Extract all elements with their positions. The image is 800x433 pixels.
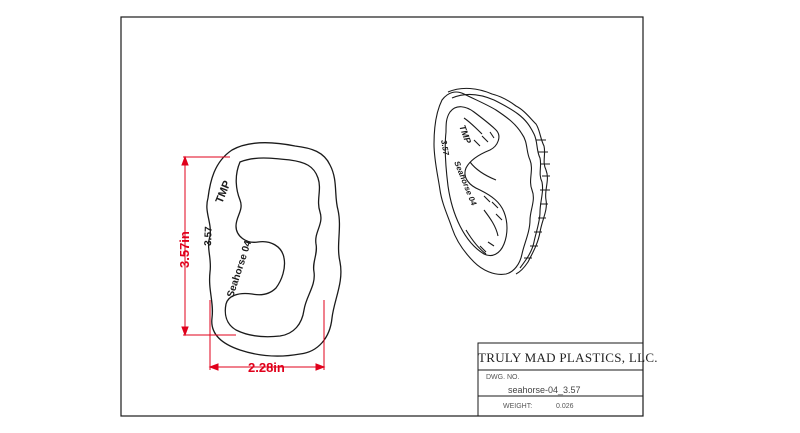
emboss-size: 3.57 — [203, 226, 215, 246]
dwg-no-label: DWG. NO. — [486, 374, 520, 381]
iso-emboss-brand: TMP — [457, 125, 473, 145]
iso-emboss-size: 3.57 — [439, 140, 451, 156]
front-view — [206, 142, 342, 357]
sheet-border — [120, 16, 644, 417]
dimension-width — [208, 300, 326, 371]
emboss-name: Seahorse 04 — [225, 239, 254, 299]
title-block — [477, 342, 644, 417]
iso-back-edge — [447, 87, 548, 275]
iso-inner-outline — [444, 106, 508, 257]
weight-value: 0.026 — [556, 403, 574, 410]
isometric-view — [433, 87, 550, 275]
dimension-height-label: 3.57in — [177, 231, 192, 268]
front-emboss-text: TMP 3.57 Seahorse 04 — [203, 179, 254, 299]
front-inner-outline — [224, 157, 322, 338]
dimension-width-label: 2.28in — [248, 360, 285, 375]
weight-label: WEIGHT: — [503, 403, 533, 410]
iso-front-outer — [433, 91, 534, 275]
dwg-no-value: seahorse-04_3.57 — [508, 385, 581, 395]
dimension-height — [181, 155, 236, 337]
front-outer-outline — [206, 142, 342, 357]
emboss-brand: TMP — [214, 179, 234, 205]
company-name: TRULY MAD PLASTICS, LLC. — [478, 350, 658, 365]
